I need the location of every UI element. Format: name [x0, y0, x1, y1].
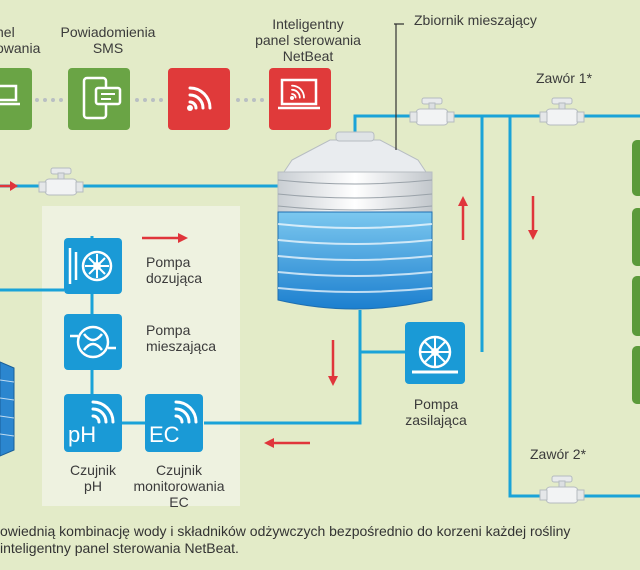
ph-icon-text: pH [68, 422, 96, 447]
caption: owiednią kombinację wody i składników od… [0, 523, 571, 556]
mixing-pump-icon[interactable] [64, 314, 122, 370]
connector-dots [35, 98, 264, 102]
valve-icon[interactable] [539, 475, 585, 504]
tank-label: Zbiornik mieszający [414, 12, 537, 28]
mixing-tank [277, 131, 433, 310]
smartphone-sms-icon[interactable] [68, 68, 130, 130]
valve-1-label: Zawór 1* [536, 70, 593, 86]
valve-icon[interactable] [38, 167, 84, 196]
laptop-wifi-icon[interactable] [269, 68, 331, 130]
plant-rows [632, 140, 640, 404]
valve-icon[interactable] [539, 97, 585, 126]
ec-icon-text: EC [149, 422, 180, 447]
panel-partial-label: nelowania [0, 24, 41, 56]
dosing-pump-icon[interactable] [64, 238, 122, 294]
feed-pump-icon[interactable] [405, 322, 465, 384]
valve-icon[interactable] [409, 97, 455, 126]
ec-sensor-icon[interactable] [145, 394, 203, 452]
laptop-icon[interactable] [0, 68, 32, 130]
valve-2-label: Zawór 2* [530, 446, 587, 462]
ph-sensor-icon[interactable] [64, 394, 122, 452]
tank-label-leader [394, 23, 404, 150]
flow-arrows [0, 181, 538, 448]
partial-tank [0, 361, 15, 457]
wifi-signal-icon[interactable] [168, 68, 230, 130]
